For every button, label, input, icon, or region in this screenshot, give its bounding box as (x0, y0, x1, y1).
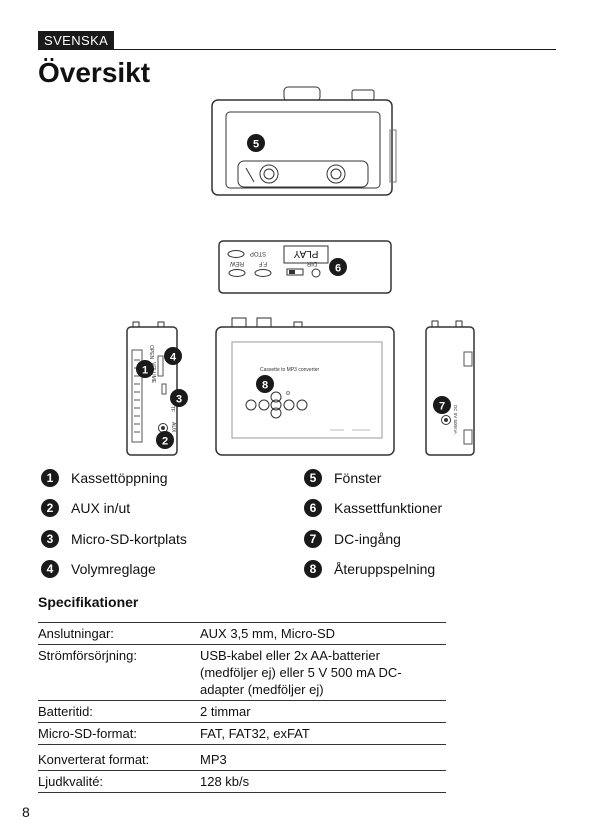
legend-badge: 4 (41, 560, 59, 578)
callout-5: 5 (247, 134, 265, 152)
spec-key: Strömförsörjning: (38, 648, 137, 663)
legend-badge: 3 (41, 530, 59, 548)
svg-text:STOP: STOP (250, 250, 266, 256)
device-right-side: DC 5V 500mA (425, 320, 475, 456)
specs-title: Specifikationer (38, 594, 139, 610)
spec-key: Micro-SD-format: (38, 726, 137, 741)
svg-text:6: 6 (335, 263, 341, 275)
callout-6: 6 (329, 258, 347, 276)
device-top-edge: PLAY STOP REW F.F DIR (218, 240, 392, 294)
svg-text:Cassette to MP3 converter: Cassette to MP3 converter (260, 367, 320, 373)
legend-badge: 5 (304, 469, 322, 487)
spec-value: 128 kb/s (200, 774, 250, 789)
legend-badge: 7 (304, 530, 322, 548)
spec-row-audio-quality: Ljudkvalité: 128 kb/s (38, 771, 446, 793)
legend-label: Fönster (334, 470, 382, 486)
device-left-side: OPEN VOLUME TF AUX (126, 321, 178, 456)
spec-value: FAT, FAT32, exFAT (200, 726, 310, 741)
device-front-view: Cassette to MP3 converter (215, 317, 395, 456)
legend-label: DC-ingång (334, 531, 401, 547)
spec-value: USB-kabel eller 2x AA-batterier (medfölj… (200, 648, 402, 697)
spec-value: MP3 (200, 752, 227, 767)
legend-label: AUX in/ut (71, 500, 131, 516)
language-tag: SVENSKA (38, 31, 115, 50)
specs-table: Anslutningar: AUX 3,5 mm, Micro-SD Ström… (38, 622, 446, 793)
callout-7: 7 (433, 396, 451, 414)
svg-text:7: 7 (439, 401, 445, 413)
page-title: Översikt (38, 57, 151, 88)
callout-1: 1 (136, 360, 154, 378)
legend-badge: 2 (41, 499, 59, 517)
spec-row-converted-format: Konverterat format: MP3 (38, 745, 446, 771)
legend-label: Volymreglage (71, 561, 156, 577)
spec-key: Ljudkvalité: (38, 774, 104, 789)
spec-row-battery: Batteritid: 2 timmar (38, 701, 446, 723)
spec-row-connections: Anslutningar: AUX 3,5 mm, Micro-SD (38, 622, 446, 645)
svg-text:5: 5 (253, 139, 259, 151)
svg-text:2: 2 (162, 436, 168, 448)
legend-badge: 1 (41, 469, 59, 487)
svg-text:8: 8 (262, 380, 268, 392)
svg-text:1: 1 (142, 365, 148, 377)
legend-badge: 6 (304, 499, 322, 517)
spec-value: 2 timmar (200, 704, 251, 719)
svg-text:3: 3 (176, 394, 182, 406)
svg-text:TF: TF (169, 406, 175, 412)
legend-item-4: 4 Volymreglage (41, 558, 156, 580)
page-number: 8 (22, 804, 30, 820)
callout-3: 3 (170, 389, 188, 407)
legend-badge: 8 (304, 560, 322, 578)
legend-item-8: 8 Återuppspelning (304, 558, 435, 580)
callout-4: 4 (164, 347, 182, 365)
spec-row-sd-format: Micro-SD-format: FAT, FAT32, exFAT (38, 723, 446, 745)
legend-item-6: 6 Kassettfunktioner (304, 497, 442, 519)
legend-item-7: 7 DC-ingång (304, 528, 401, 550)
svg-text:DIR: DIR (306, 260, 317, 266)
svg-text:PLAY: PLAY (293, 248, 318, 259)
callout-2: 2 (156, 431, 174, 449)
legend-item-1: 1 Kassettöppning (41, 467, 168, 489)
spec-key: Konverterat format: (38, 752, 150, 767)
spec-value: AUX 3,5 mm, Micro-SD (200, 626, 336, 641)
spec-key: Batteritid: (38, 704, 93, 719)
legend-label: Återuppspelning (334, 561, 436, 577)
device-top-view (211, 86, 397, 196)
legend-label: Micro-SD-kortplats (71, 531, 187, 547)
spec-row-power: Strömförsörjning: USB-kabel eller 2x AA-… (38, 645, 446, 701)
legend-label: Kassettöppning (71, 470, 168, 486)
svg-text:REW: REW (230, 260, 244, 266)
legend-item-3: 3 Micro-SD-kortplats (41, 528, 187, 550)
callout-8: 8 (256, 375, 274, 393)
svg-text:4: 4 (170, 352, 177, 364)
spec-key: Anslutningar: (38, 626, 114, 641)
svg-text:F.F: F.F (259, 260, 268, 266)
legend-item-2: 2 AUX in/ut (41, 497, 130, 519)
legend-item-5: 5 Fönster (304, 467, 381, 489)
svg-text:AUX: AUX (170, 422, 176, 433)
svg-text:OPEN: OPEN (148, 345, 154, 360)
legend-label: Kassettfunktioner (334, 500, 443, 516)
svg-text:DC 5V 500mA: DC 5V 500mA (453, 405, 458, 434)
device-diagram: 5 PLAY STOP REW F.F DIR 6 OPEN (126, 86, 475, 456)
header-rule (38, 49, 556, 50)
